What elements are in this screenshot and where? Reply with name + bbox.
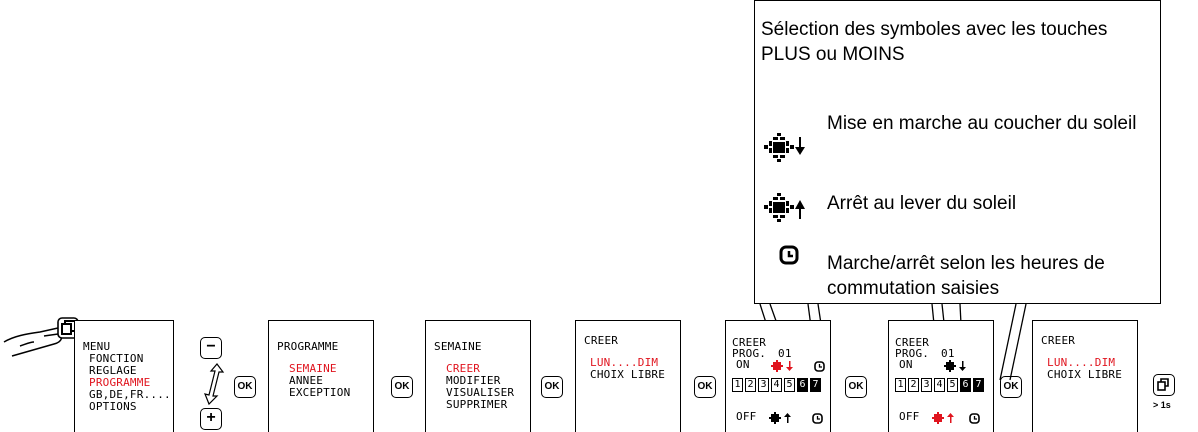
hold-duration-label: > 1s [1153,400,1171,410]
day-3: 3 [758,378,769,392]
day-7: 7 [973,378,984,392]
menu-item-reglage: REGLAGE [89,364,137,377]
day-4: 4 [771,378,782,392]
option-lun-dim: LUN....DIM [590,356,659,369]
day-3: 3 [921,378,932,392]
day-5: 5 [784,378,795,392]
lcd-screen-creer-return: CREER LUN....DIM CHOIX LIBRE [1032,320,1138,432]
menu-item-languages: GB,DE,FR.... [89,388,171,401]
sun-up-icon [761,191,817,227]
day-2: 2 [745,378,756,392]
ok-button-1[interactable]: OK [234,376,256,398]
lcd-screen-prog-on: CREER PROG. 01 ON 1 2 3 4 5 6 7 OFF [725,320,831,432]
menu-item-menu: MENU [83,340,111,353]
sun-up-icon [768,411,798,425]
menu-item-options: OPTIONS [89,400,137,413]
day-4: 4 [934,378,945,392]
on-label: ON [736,358,750,371]
menu-item-creer: CREER [446,362,481,375]
day-2: 2 [908,378,919,392]
symbol-legend-callout: Sélection des symboles avec les touches … [754,0,1161,304]
menu-item-semaine: SEMAINE [289,362,337,375]
menu-item-exception: EXCEPTION [289,386,351,399]
option-choix-libre: CHOIX LIBRE [590,368,666,381]
day-6: 6 [960,378,971,392]
menu-item-modifier: MODIFIER [446,374,501,387]
screen-title: CREER [584,334,619,347]
menu-item-fonction: FONCTION [89,352,144,365]
day-7: 7 [810,378,821,392]
off-label: OFF [736,410,757,423]
plus-button[interactable]: + [200,408,222,430]
clock-icon [779,245,801,267]
sun-down-label: Mise en marche au coucher du soleil [827,113,1137,134]
sun-down-icon [761,131,817,167]
sun-down-icon [943,359,973,373]
off-label: OFF [899,410,920,423]
ok-button-5[interactable]: OK [845,376,867,398]
screen-title: CREER [1041,334,1076,347]
ok-button-6[interactable]: OK [1000,376,1022,398]
menu-icon [1157,378,1169,391]
callout-heading: Sélection des symboles avec les touches … [761,19,1108,65]
sun-up-icon [931,411,961,425]
finger-press-icon [0,312,80,364]
prog-label: PROG. [895,347,930,360]
prog-number: 01 [778,347,792,360]
ok-button-3[interactable]: OK [541,376,563,398]
clock-icon [969,412,981,424]
clock-icon [812,412,824,424]
option-lun-dim: LUN....DIM [1047,356,1116,369]
day-6: 6 [797,378,808,392]
lcd-screen-menu: MENU FONCTION REGLAGE PROGRAMME GB,DE,FR… [74,320,174,432]
screen-title: CREER [732,336,767,349]
day-5: 5 [947,378,958,392]
menu-item-programme: PROGRAMME [89,376,151,389]
minus-button[interactable]: − [200,337,222,359]
option-choix-libre: CHOIX LIBRE [1047,368,1123,381]
day-1: 1 [895,378,906,392]
prog-number: 01 [941,347,955,360]
ok-button-2[interactable]: OK [391,376,413,398]
clock-icon [814,360,826,372]
lcd-screen-programme: PROGRAMME SEMAINE ANNEE EXCEPTION [268,320,374,432]
up-down-arrow-icon [203,362,225,406]
lcd-screen-creer: CREER LUN....DIM CHOIX LIBRE [575,320,681,432]
day-selector: 1 2 3 4 5 6 7 [895,378,991,396]
menu-button[interactable] [1153,374,1175,396]
menu-item-supprimer: SUPPRIMER [446,398,508,411]
lcd-screen-semaine: SEMAINE CREER MODIFIER VISUALISER SUPPRI… [425,320,531,432]
on-label: ON [899,358,913,371]
sun-down-icon [770,359,800,373]
menu-item-visualiser: VISUALISER [446,386,515,399]
screen-title: CREER [895,336,930,349]
sun-up-label: Arrêt au lever du soleil [827,193,1017,214]
ok-button-4[interactable]: OK [694,376,716,398]
lcd-screen-prog-off: CREER PROG. 01 ON 1 2 3 4 5 6 7 OFF [888,320,994,432]
menu-item-annee: ANNEE [289,374,324,387]
prog-label: PROG. [732,347,767,360]
day-1: 1 [732,378,743,392]
screen-title: SEMAINE [434,340,482,353]
day-selector: 1 2 3 4 5 6 7 [732,378,828,396]
clock-label: Marche/arrêt selon les heures de commuta… [827,253,1105,299]
screen-title: PROGRAMME [277,340,339,353]
